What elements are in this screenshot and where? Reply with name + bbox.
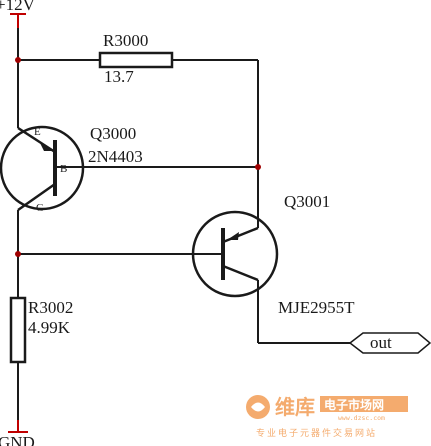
wires <box>17 28 350 420</box>
supply-symbol: +12V <box>0 0 36 28</box>
junction-dot <box>255 164 261 170</box>
q3000-pin-c: C <box>36 202 43 214</box>
watermark: 维库 电子市场网 www.dzsc.com 专业电子元器件交易网站 <box>246 395 408 439</box>
junction-dot <box>15 57 21 63</box>
q3001-ref: Q3001 <box>284 192 330 211</box>
transistor-q3001: Q3001 MJE2955T <box>191 192 355 317</box>
q3001-part: MJE2955T <box>278 298 355 317</box>
ground-label: GND <box>0 433 35 446</box>
junction-dot <box>15 251 21 257</box>
q3000-pin-e: E <box>34 126 41 138</box>
emitter-arrow <box>40 143 52 151</box>
transistor-q3000: E B C Q3000 2N4403 <box>0 124 143 214</box>
output-port: out <box>348 332 431 354</box>
ground-symbol: GND <box>0 420 35 446</box>
watermark-url: www.dzsc.com <box>338 414 385 422</box>
r3000-ref: R3000 <box>103 31 148 50</box>
q3000-part: 2N4403 <box>88 147 143 166</box>
watermark-name: 维库 <box>275 395 315 419</box>
q3000-pin-b: B <box>60 163 67 175</box>
output-label: out <box>370 333 392 352</box>
q3000-ref: Q3000 <box>90 124 136 143</box>
supply-label: +12V <box>0 0 36 14</box>
resistor-r3002: R3002 4.99K <box>9 296 73 364</box>
watermark-tagline: 专业电子元器件交易网站 <box>256 427 377 439</box>
r3000-value: 13.7 <box>104 67 134 86</box>
resistor-r3000: R3000 13.7 <box>98 31 174 86</box>
watermark-box-text: 电子市场网 <box>324 397 384 412</box>
r3002-value: 4.99K <box>28 318 71 337</box>
r3002-ref: R3002 <box>28 298 73 317</box>
junctions <box>15 57 261 257</box>
emitter-arrow <box>227 232 239 240</box>
